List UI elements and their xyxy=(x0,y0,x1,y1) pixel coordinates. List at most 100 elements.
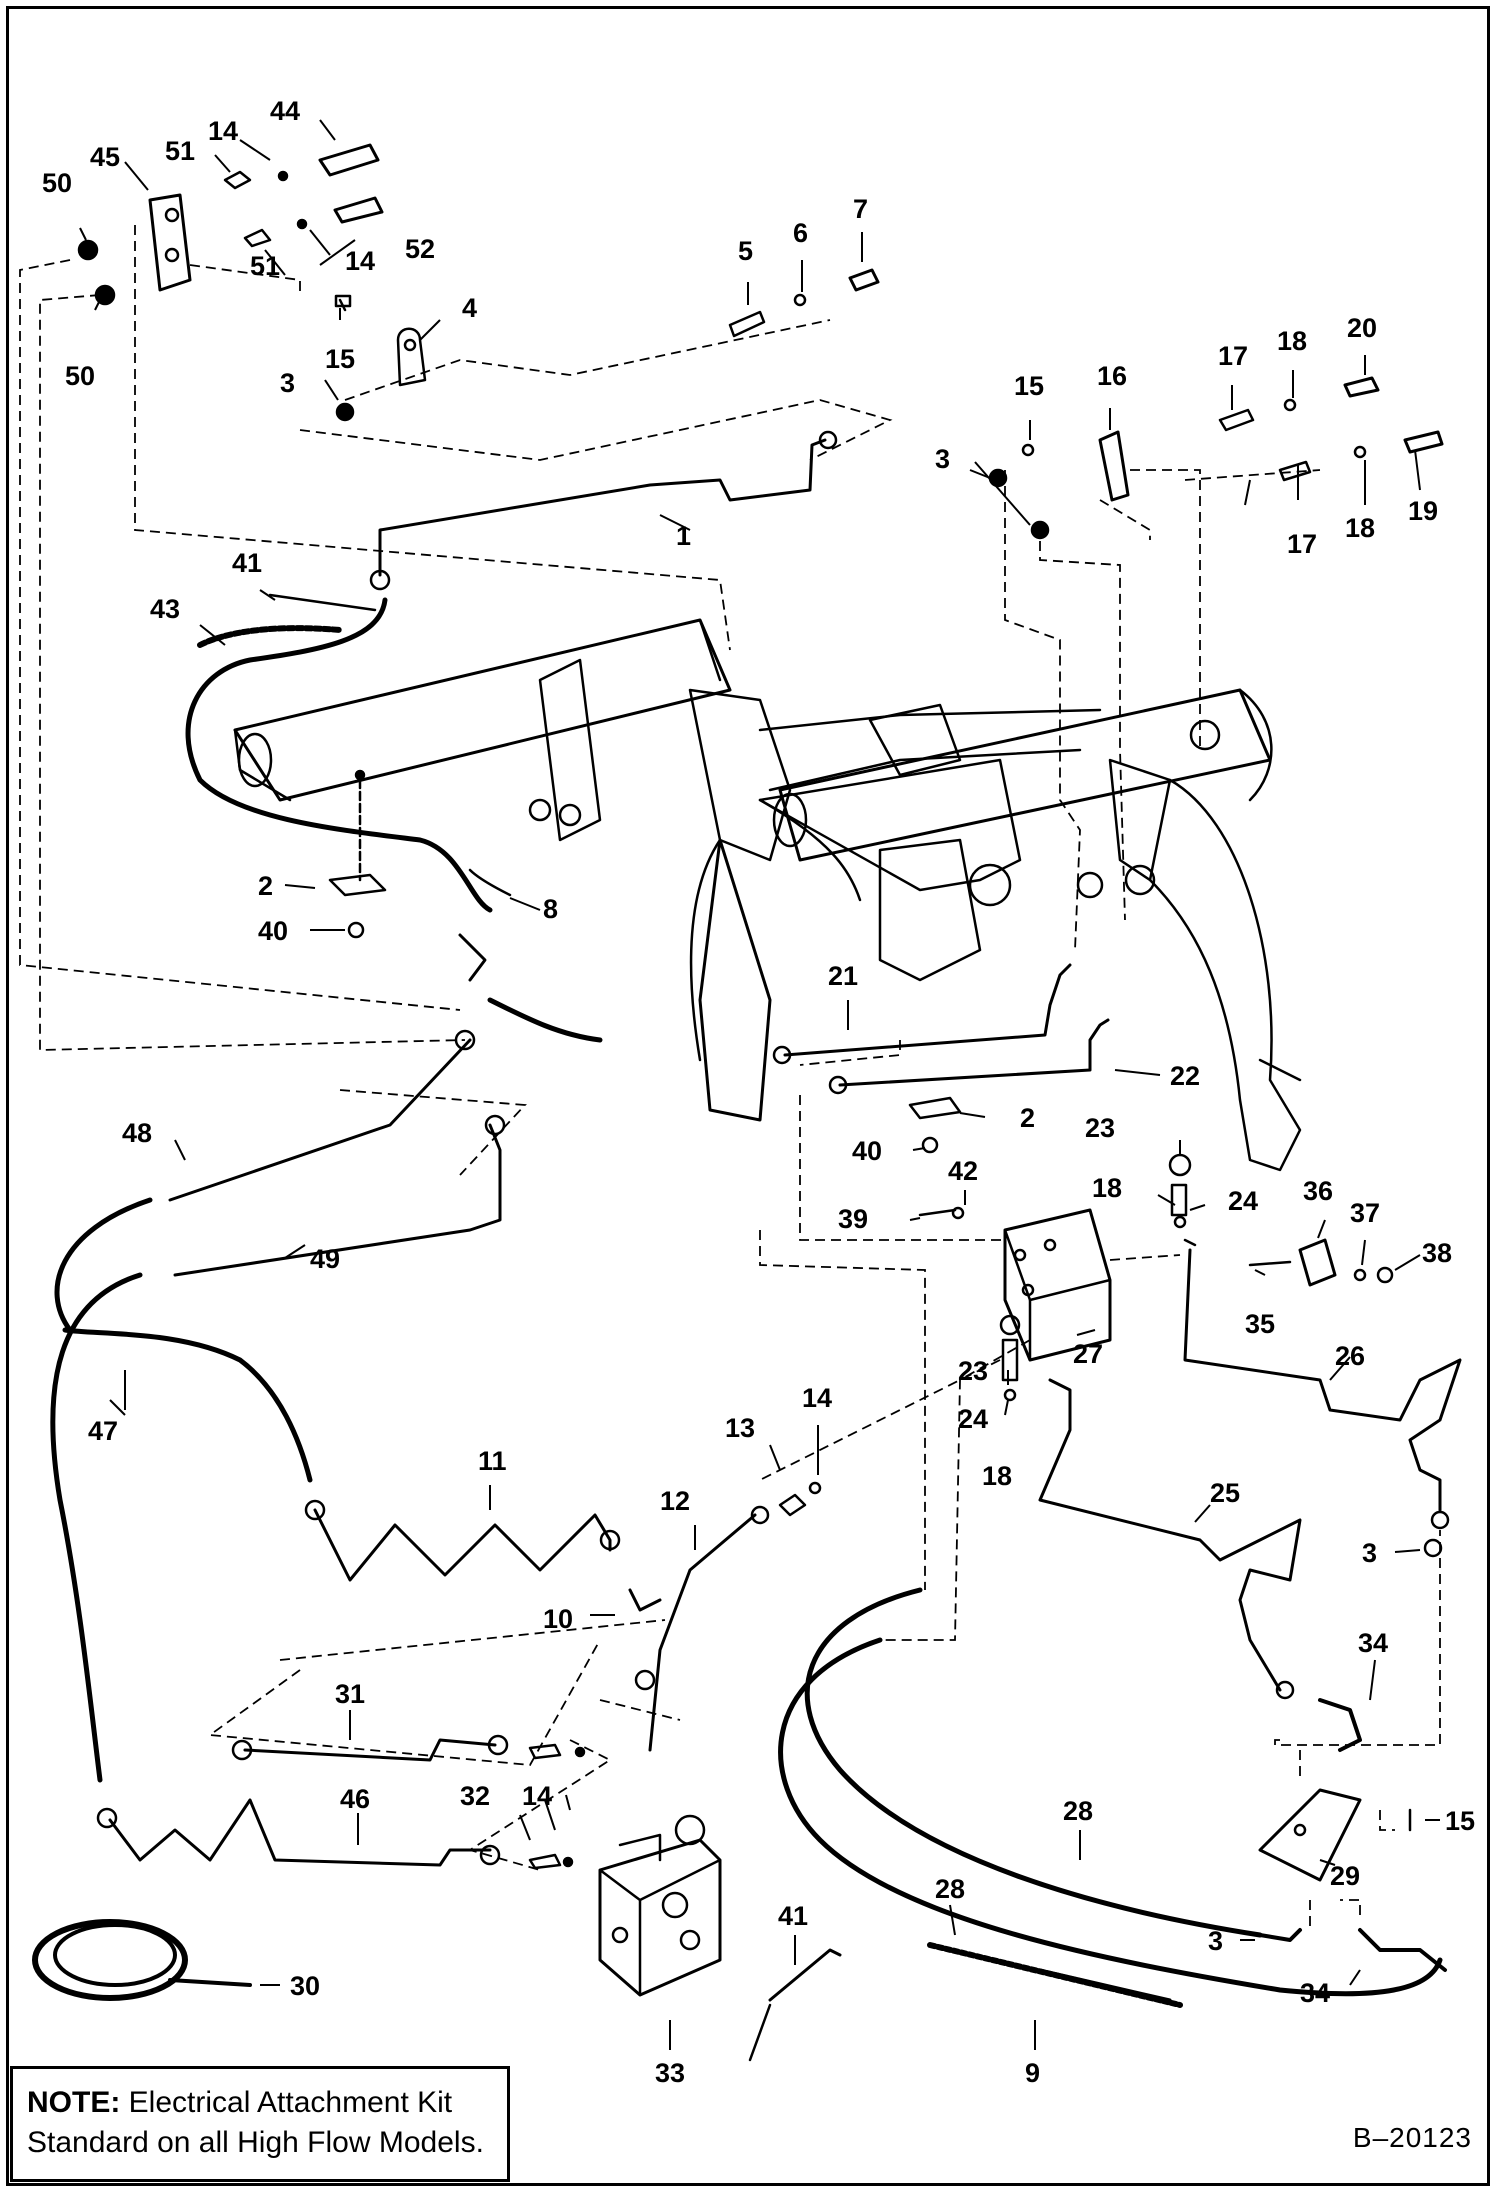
clamp-4 xyxy=(335,327,427,422)
callout-18a: 18 xyxy=(1277,326,1307,356)
note-text-1: Electrical Attachment Kit xyxy=(120,2086,453,2119)
callout-41a: 41 xyxy=(232,548,262,578)
callout-11: 11 xyxy=(478,1446,507,1476)
callout-10: 10 xyxy=(543,1604,573,1634)
callout-50a: 50 xyxy=(42,168,72,198)
callout-51a: 51 xyxy=(165,136,195,166)
callout-52: 52 xyxy=(405,234,435,264)
callout-37: 37 xyxy=(1350,1198,1380,1228)
callout-3a: 3 xyxy=(280,368,295,398)
clamp-36 xyxy=(1248,1238,1394,1287)
callout-3c: 3 xyxy=(1362,1538,1377,1568)
tube-26 xyxy=(1183,1248,1462,1530)
leader-lines xyxy=(79,119,1440,2050)
callout-18c: 18 xyxy=(1092,1173,1122,1203)
callout-22: 22 xyxy=(1170,1061,1200,1091)
callout-39: 39 xyxy=(838,1204,868,1234)
callout-31: 31 xyxy=(335,1679,365,1709)
note-line-1: NOTE: Electrical Attachment Kit xyxy=(27,2083,493,2123)
callout-7: 7 xyxy=(853,194,868,224)
callout-28b: 28 xyxy=(935,1874,965,1904)
note-text-2: Standard on all High Flow Models. xyxy=(27,2126,484,2159)
diagram-frame xyxy=(6,6,1490,2186)
callout-26: 26 xyxy=(1335,1341,1365,1371)
tube-25 xyxy=(1038,1378,1302,1700)
callout-48: 48 xyxy=(122,1118,152,1148)
callout-15a: 15 xyxy=(325,344,355,374)
callout-50b: 50 xyxy=(65,361,95,391)
tubes-48-49 xyxy=(50,1029,506,1783)
callout-6: 6 xyxy=(793,218,808,248)
tubes-21-22 xyxy=(772,963,1110,1154)
figure-id: B–20123 xyxy=(1352,2122,1472,2153)
callout-40b: 40 xyxy=(852,1136,882,1166)
callout-29: 29 xyxy=(1330,1861,1360,1891)
callout-35: 35 xyxy=(1245,1309,1275,1339)
note-box: NOTE: Electrical Attachment Kit Standard… xyxy=(10,2066,510,2182)
upper-coupler-bracket xyxy=(77,143,384,312)
callout-47: 47 xyxy=(88,1416,118,1446)
dashed-leader-lines xyxy=(19,225,1441,1930)
callout-23a: 23 xyxy=(1085,1113,1115,1143)
tube-11 xyxy=(304,1499,621,1582)
callout-18d: 18 xyxy=(982,1461,1012,1491)
aux-valve-33 xyxy=(598,1814,722,1997)
callout-24b: 24 xyxy=(958,1404,988,1434)
callout-14c: 14 xyxy=(802,1383,832,1413)
note-label: NOTE: xyxy=(27,2086,121,2119)
callout-44: 44 xyxy=(270,96,300,126)
callout-18b: 18 xyxy=(1345,513,1375,543)
callout-27: 27 xyxy=(1073,1339,1103,1369)
callout-33: 33 xyxy=(655,2058,685,2088)
callout-14b: 14 xyxy=(345,246,375,276)
callout-25: 25 xyxy=(1210,1478,1240,1508)
tee-10-tube-12 xyxy=(628,1481,822,1752)
callout-45: 45 xyxy=(90,142,120,172)
callout-16: 16 xyxy=(1097,361,1127,391)
callout-40a: 40 xyxy=(258,916,288,946)
tube-31 xyxy=(231,1734,586,1762)
callout-13: 13 xyxy=(725,1413,755,1443)
pin-41b xyxy=(768,1948,842,2002)
hose-cover-9 xyxy=(927,1942,1183,2008)
callout-17b: 17 xyxy=(1287,529,1317,559)
callout-15c: 15 xyxy=(1445,1806,1475,1836)
hoses-28 xyxy=(778,1587,1447,1997)
callout-numbers: 50 45 51 14 44 51 14 52 50 15 4 3 5 6 7 … xyxy=(42,96,1475,2088)
bracket-29 xyxy=(1258,1788,1412,1882)
callout-34a: 34 xyxy=(1358,1628,1388,1658)
callout-20: 20 xyxy=(1347,313,1377,343)
callout-3d: 3 xyxy=(1208,1926,1223,1956)
bracket-16 xyxy=(988,376,1444,540)
callout-14a: 14 xyxy=(208,116,238,146)
clip-2a xyxy=(328,873,387,897)
callout-8: 8 xyxy=(543,894,558,924)
callout-41b: 41 xyxy=(778,1901,808,1931)
callout-1: 1 xyxy=(676,521,691,551)
callout-2a: 2 xyxy=(258,871,273,901)
hose-upper xyxy=(185,593,603,1043)
callout-9: 9 xyxy=(1025,2058,1040,2088)
callout-34b: 34 xyxy=(1300,1978,1330,2008)
tube-1 xyxy=(369,430,838,591)
fittings-5-6-7 xyxy=(728,268,880,338)
callout-32: 32 xyxy=(460,1781,490,1811)
callout-14d: 14 xyxy=(522,1781,552,1811)
callout-5: 5 xyxy=(738,236,753,266)
callout-38: 38 xyxy=(1422,1238,1452,1268)
callout-21: 21 xyxy=(828,961,858,991)
callout-23b: 23 xyxy=(958,1356,988,1386)
callout-43: 43 xyxy=(150,594,180,624)
harness-30 xyxy=(32,1919,252,2001)
callout-2b: 2 xyxy=(1020,1103,1035,1133)
valve-block-27 xyxy=(918,1206,1112,1362)
loader-arm-assembly xyxy=(233,618,1302,1172)
callout-30: 30 xyxy=(290,1971,320,2001)
callout-17a: 17 xyxy=(1218,341,1248,371)
callout-12: 12 xyxy=(660,1486,690,1516)
nut-40a xyxy=(347,921,365,939)
tube-46 xyxy=(96,1798,574,1870)
callout-28a: 28 xyxy=(1063,1796,1093,1826)
callout-51b: 51 xyxy=(250,251,280,281)
